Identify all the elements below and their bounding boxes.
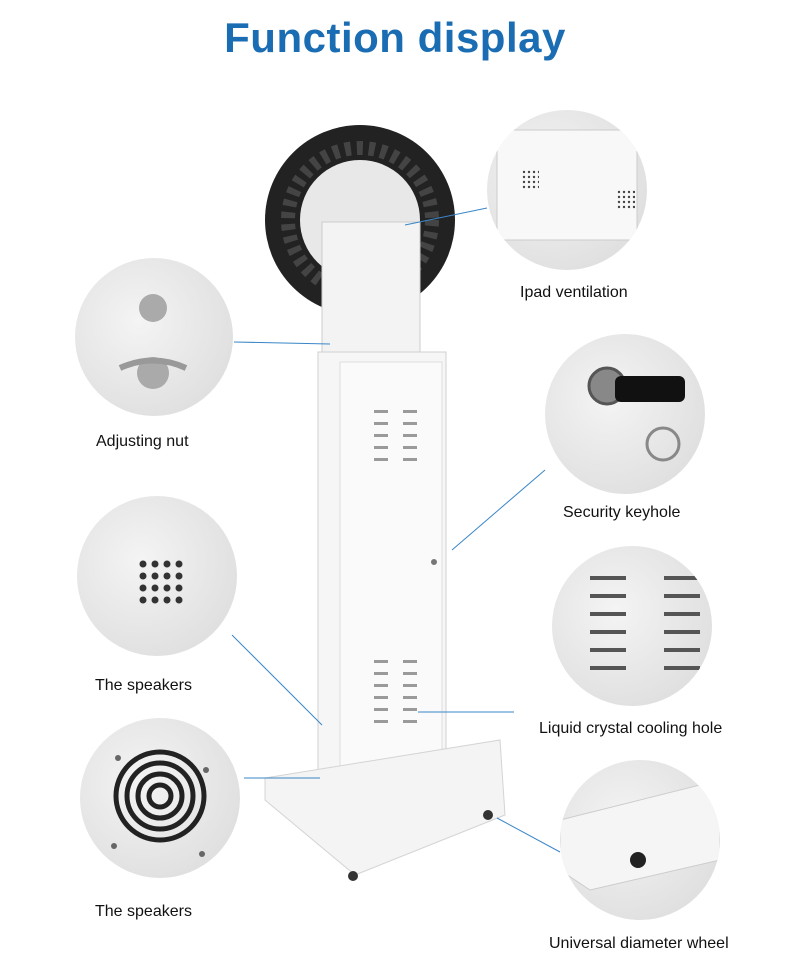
adjusting-nut-image [75, 258, 233, 416]
base [264, 739, 506, 876]
wheel [348, 871, 358, 881]
security-keyhole-image [545, 334, 705, 494]
feature-label-adjusting-nut: Adjusting nut [96, 433, 189, 450]
keyhole [431, 559, 437, 565]
fan-grille-icon [111, 749, 209, 857]
leader-lines [231, 207, 561, 853]
key-icon [587, 366, 685, 462]
speaker-holes-icon [139, 560, 183, 604]
ipad-ventilation-image [487, 110, 647, 270]
feature-label-ipad-ventilation: Ipad ventilation [520, 284, 628, 301]
feature-label-security-keyhole: Security keyhole [563, 504, 681, 521]
wheel-image [560, 760, 720, 920]
speakers-image [77, 496, 237, 656]
feature-label-cooling-hole: Liquid crystal cooling hole [539, 720, 723, 737]
feature-label-speakers-2: The speakers [95, 903, 192, 920]
vent-slots-icon [590, 576, 700, 670]
fan-speaker-image [80, 718, 240, 878]
vent-slots [374, 410, 417, 723]
tablet-holder [321, 221, 421, 353]
feature-label-speakers-1: The speakers [95, 677, 192, 694]
feature-label-wheel: Universal diameter wheel [549, 935, 729, 952]
wheel-icon [560, 779, 720, 891]
page-title: Function display [224, 14, 566, 61]
cabinet-door [339, 361, 443, 781]
cooling-hole-image [552, 546, 712, 706]
